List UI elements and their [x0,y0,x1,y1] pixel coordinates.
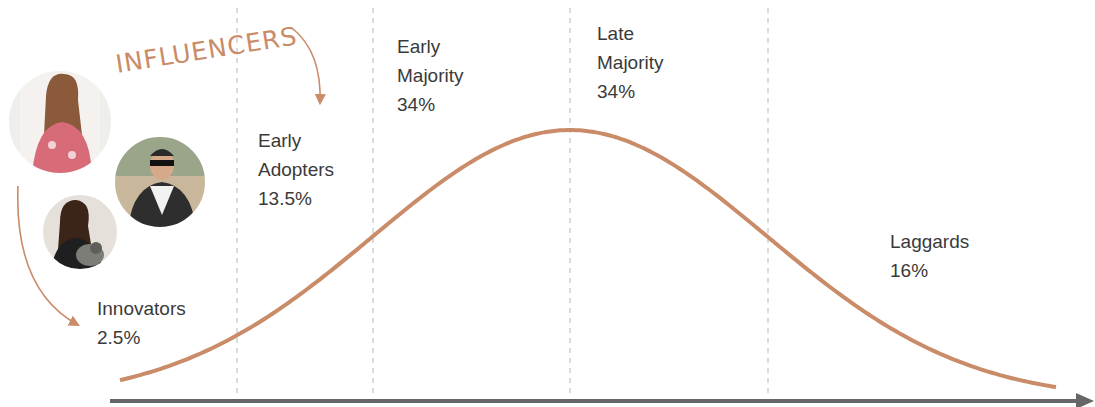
segment-label: Early Adopters 13.5% [258,126,334,213]
segment-label: Innovators 2.5% [97,294,186,352]
segment-dividers [237,8,768,398]
segment-label: Late Majority 34% [597,19,664,106]
segment-label: Laggards 16% [890,227,969,285]
influencers-heading: INFLUENCERS [114,21,300,79]
axis-arrow [110,393,1094,407]
segment-label: Early Majority 34% [397,32,464,119]
